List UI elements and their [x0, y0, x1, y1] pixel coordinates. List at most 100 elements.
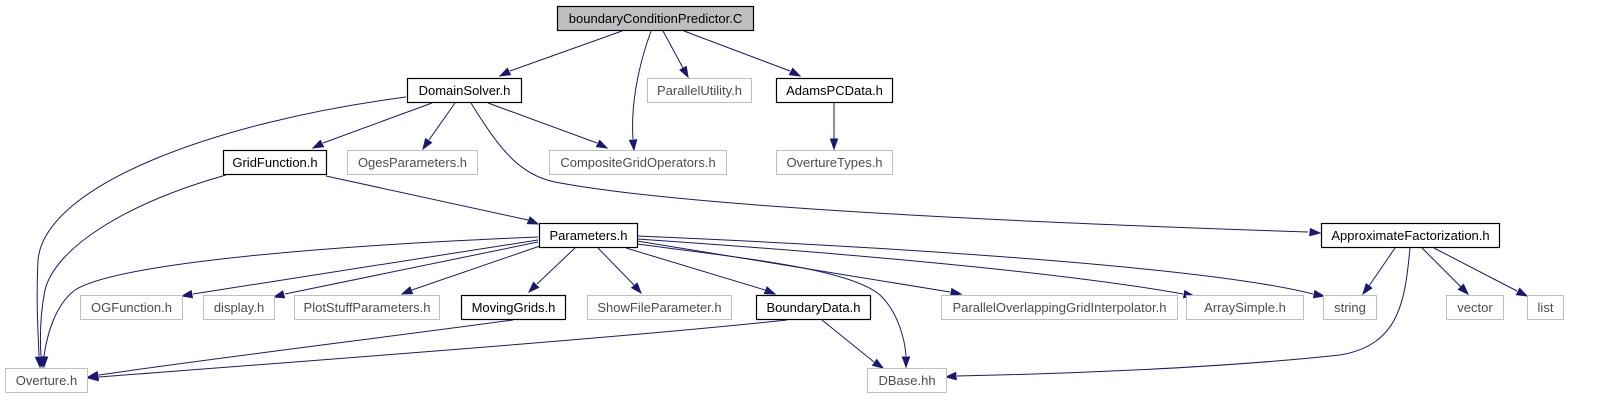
arrowhead-icon: [595, 139, 609, 149]
node-box: [587, 295, 732, 320]
edge-parameters-to-movinggrids: [527, 247, 576, 294]
node-box: [294, 295, 440, 320]
edge-line: [411, 245, 541, 291]
node-boundarydata[interactable]: BoundaryData.h: [755, 294, 872, 321]
node-label: list: [1538, 300, 1554, 315]
arrowhead-icon: [829, 138, 839, 151]
edge-line: [470, 102, 1309, 233]
edge-line: [325, 175, 529, 221]
node-box: [203, 295, 275, 320]
node-box: [549, 150, 727, 175]
node-box: [776, 150, 893, 175]
node-box: [1446, 295, 1504, 320]
arrowhead-icon: [180, 289, 194, 299]
arrowhead-icon: [871, 358, 885, 369]
edge-line: [636, 240, 951, 293]
edge-approximatefactorization-to-dbase: [944, 247, 1411, 381]
edge-parameters-to-arraysimple: [636, 238, 1196, 299]
node-box: [556, 5, 755, 32]
arrowhead-icon: [400, 286, 414, 295]
arrowhead-icon: [679, 65, 689, 79]
edge-line: [636, 238, 1184, 295]
edge-line: [956, 247, 1411, 377]
node-ogfunction: OGFunction.h: [80, 295, 183, 320]
node-gridfunction[interactable]: GridFunction.h: [222, 149, 328, 176]
edge-line: [636, 235, 1314, 295]
edge-gridfunction-to-parameters: [325, 175, 540, 225]
node-movinggrids[interactable]: MovingGrids.h: [460, 294, 567, 321]
node-string: string: [1323, 295, 1377, 320]
node-label: MovingGrids.h: [472, 300, 556, 315]
node-parallelutility: ParallelUtility.h: [647, 78, 752, 103]
node-compositegridoperators: CompositeGridOperators.h: [549, 150, 727, 175]
edge-line: [39, 174, 227, 357]
edge-line: [284, 241, 539, 295]
edge-domainsolver-to-approximatefactorization: [470, 102, 1322, 237]
arrowhead-icon: [272, 290, 286, 299]
node-approximatefactorization[interactable]: ApproximateFactorization.h: [1320, 222, 1501, 249]
node-root[interactable]: boundaryConditionPredictor.C: [556, 5, 755, 32]
arrowhead-icon: [527, 281, 540, 294]
arrowhead-icon: [39, 356, 49, 369]
arrowhead-icon: [628, 139, 638, 152]
arrowhead-icon: [630, 282, 642, 295]
edge-line: [536, 247, 576, 285]
node-ogesparameters: OgesParameters.h: [347, 150, 478, 175]
edge-gridfunction-to-overture: [36, 174, 227, 369]
arrowhead-icon: [311, 139, 325, 149]
edge-adamspcdata-to-overturetypes: [829, 103, 839, 151]
node-box: [1320, 222, 1501, 249]
node-box: [647, 78, 752, 103]
node-label: boundaryConditionPredictor.C: [569, 11, 742, 26]
node-label: display.h: [214, 300, 264, 315]
node-showfileparameter: ShowFileParameter.h: [587, 295, 732, 320]
arrowhead-icon: [1312, 289, 1326, 299]
node-label: CompositeGridOperators.h: [560, 155, 715, 170]
edge-line: [98, 319, 514, 376]
node-plotstuffparameters: PlotStuffParameters.h: [294, 295, 440, 320]
node-label: ShowFileParameter.h: [597, 300, 721, 315]
edge-line: [632, 30, 652, 140]
edge-approximatefactorization-to-list: [1433, 247, 1529, 297]
node-vector: vector: [1446, 295, 1504, 320]
edge-line: [625, 247, 766, 291]
edge-line: [428, 102, 456, 141]
node-label: ApproximateFactorization.h: [1331, 228, 1489, 243]
node-label: Parameters.h: [549, 228, 627, 243]
node-label: OvertureTypes.h: [786, 155, 882, 170]
node-label: AdamsPCData.h: [786, 83, 883, 98]
node-label: DomainSolver.h: [419, 83, 511, 98]
node-box: [222, 149, 328, 176]
edge-domainsolver-to-gridfunction: [311, 102, 433, 149]
edge-parameters-to-ogfunction: [180, 239, 539, 299]
arrowhead-icon: [526, 216, 540, 225]
edge-parameters-to-display: [272, 241, 539, 299]
node-box: [775, 77, 894, 104]
arrowhead-icon: [86, 372, 99, 382]
node-adamspcdata[interactable]: AdamsPCData.h: [775, 77, 894, 104]
node-label: OgesParameters.h: [358, 155, 467, 170]
node-parameters[interactable]: Parameters.h: [538, 222, 639, 249]
node-domainsolver[interactable]: DomainSolver.h: [406, 77, 523, 104]
node-box: [538, 222, 639, 249]
node-box: [406, 77, 523, 104]
node-label: string: [1334, 300, 1366, 315]
node-overturetypes: OvertureTypes.h: [776, 150, 893, 175]
arrowhead-icon: [1362, 283, 1373, 296]
edge-boundarydata-to-dbase: [821, 319, 885, 369]
edge-parameters-to-plotstuffparameters: [400, 245, 541, 295]
node-label: GridFunction.h: [232, 155, 317, 170]
node-label: ArraySimple.h: [1204, 300, 1286, 315]
edge-line: [322, 102, 433, 144]
edge-root-to-adamspcdata: [683, 30, 802, 77]
edge-line: [1421, 247, 1462, 288]
node-box: [460, 294, 567, 321]
node-label: PlotStuffParameters.h: [304, 300, 431, 315]
arrowhead-icon: [949, 287, 963, 297]
node-arraysimple: ArraySimple.h: [1186, 295, 1304, 320]
arrowhead-icon: [788, 67, 802, 77]
edge-line: [98, 319, 788, 378]
node-label: vector: [1457, 300, 1493, 315]
node-box: [1186, 295, 1304, 320]
